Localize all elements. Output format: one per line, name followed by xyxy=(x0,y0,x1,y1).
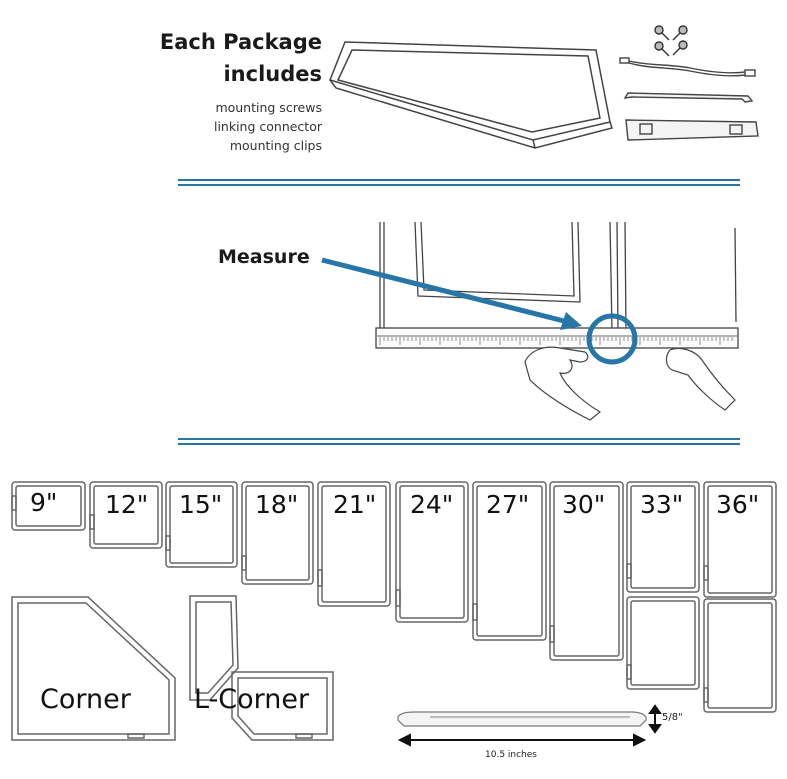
size-label-33: 33" xyxy=(640,490,684,519)
frame-21 xyxy=(317,481,391,607)
measure-label: Measure xyxy=(218,246,310,268)
frame-18 xyxy=(241,481,314,585)
mounting-clips-icon xyxy=(623,92,759,141)
frame-corner xyxy=(11,596,176,741)
size-label-21: 21" xyxy=(333,490,377,519)
frame-36 xyxy=(703,481,777,713)
size-label-12: 12" xyxy=(105,490,149,519)
package-title: Each Package includes xyxy=(150,26,322,90)
width-dimension-arrow-icon xyxy=(397,733,647,747)
shape-label-l-corner: L-Corner xyxy=(194,684,310,715)
size-label-27: 27" xyxy=(486,490,530,519)
screws-icon xyxy=(654,25,688,57)
frame-27 xyxy=(472,481,547,641)
frame-l-corner xyxy=(189,595,334,741)
ruler-ticks xyxy=(379,337,733,345)
linking-connector-icon xyxy=(619,57,756,77)
package-item: mounting clips xyxy=(229,138,322,153)
package-items-list: mounting screws linking connector mounti… xyxy=(150,98,322,155)
package-item: mounting screws xyxy=(215,100,322,115)
height-dimension-arrow-icon xyxy=(648,704,662,734)
height-dimension-label: 5/8" xyxy=(662,712,683,723)
frame-9 xyxy=(11,481,86,531)
size-label-18: 18" xyxy=(255,490,299,519)
package-title-line2: includes xyxy=(223,62,322,86)
section-divider xyxy=(178,438,740,445)
size-label-36: 36" xyxy=(716,490,760,519)
size-label-24: 24" xyxy=(410,490,454,519)
size-label-30: 30" xyxy=(562,490,606,519)
frame-24 xyxy=(395,481,469,623)
profile-bar-illustration xyxy=(397,711,647,727)
package-title-line1: Each Package xyxy=(159,30,322,54)
frame-12 xyxy=(89,481,163,549)
measure-arrow-icon xyxy=(321,257,582,330)
size-frames xyxy=(11,481,777,741)
frame-33 xyxy=(626,481,700,690)
shape-label-corner: Corner xyxy=(40,684,131,715)
size-label-9: 9" xyxy=(30,488,58,517)
width-dimension-label: 10.5 inches xyxy=(485,750,537,760)
frame-15 xyxy=(165,481,238,568)
package-frame-illustration xyxy=(329,41,613,149)
measure-highlight-circle xyxy=(586,313,638,365)
hands-illustration xyxy=(524,346,736,421)
section-divider xyxy=(178,179,740,186)
frame-30 xyxy=(549,481,624,661)
package-item: linking connector xyxy=(213,119,322,134)
size-label-15: 15" xyxy=(179,490,223,519)
